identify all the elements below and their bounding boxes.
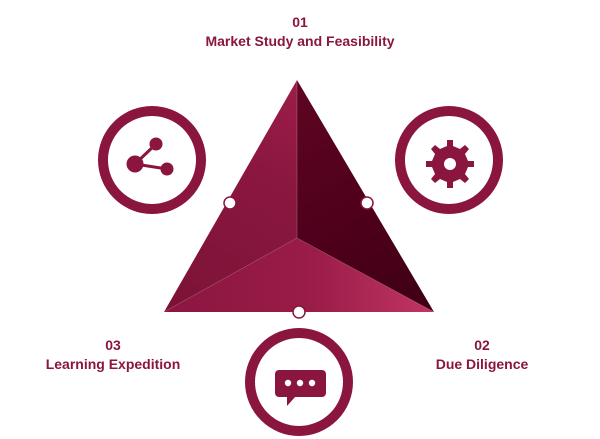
step-02-number: 02 — [474, 337, 490, 353]
pyramid-front-face — [164, 238, 434, 312]
pyramid-left-face — [164, 80, 297, 312]
step-02-badge — [395, 106, 503, 214]
step-02-title: Due Diligence — [435, 356, 529, 372]
step-03-label: 03 Learning Expedition — [18, 338, 208, 371]
step-01-label: 01 Market Study and Feasibility — [150, 15, 450, 48]
step-01-badge — [98, 106, 206, 214]
connector-dot-bottom — [292, 305, 306, 319]
step-03-badge — [245, 328, 353, 436]
step-02-label: 02 Due Diligence — [397, 338, 567, 371]
share-icon — [126, 137, 174, 176]
connector-dot-left — [223, 196, 237, 210]
gear-icon — [426, 140, 474, 188]
step-03-number: 03 — [105, 337, 121, 353]
chat-icon — [275, 370, 326, 406]
connector-dot-right — [360, 196, 374, 210]
step-01-number: 01 — [292, 14, 308, 30]
step-03-title: Learning Expedition — [45, 356, 181, 372]
pyramid — [163, 80, 435, 313]
step-01-title: Market Study and Feasibility — [205, 33, 395, 49]
pyramid-right-face — [297, 80, 434, 312]
